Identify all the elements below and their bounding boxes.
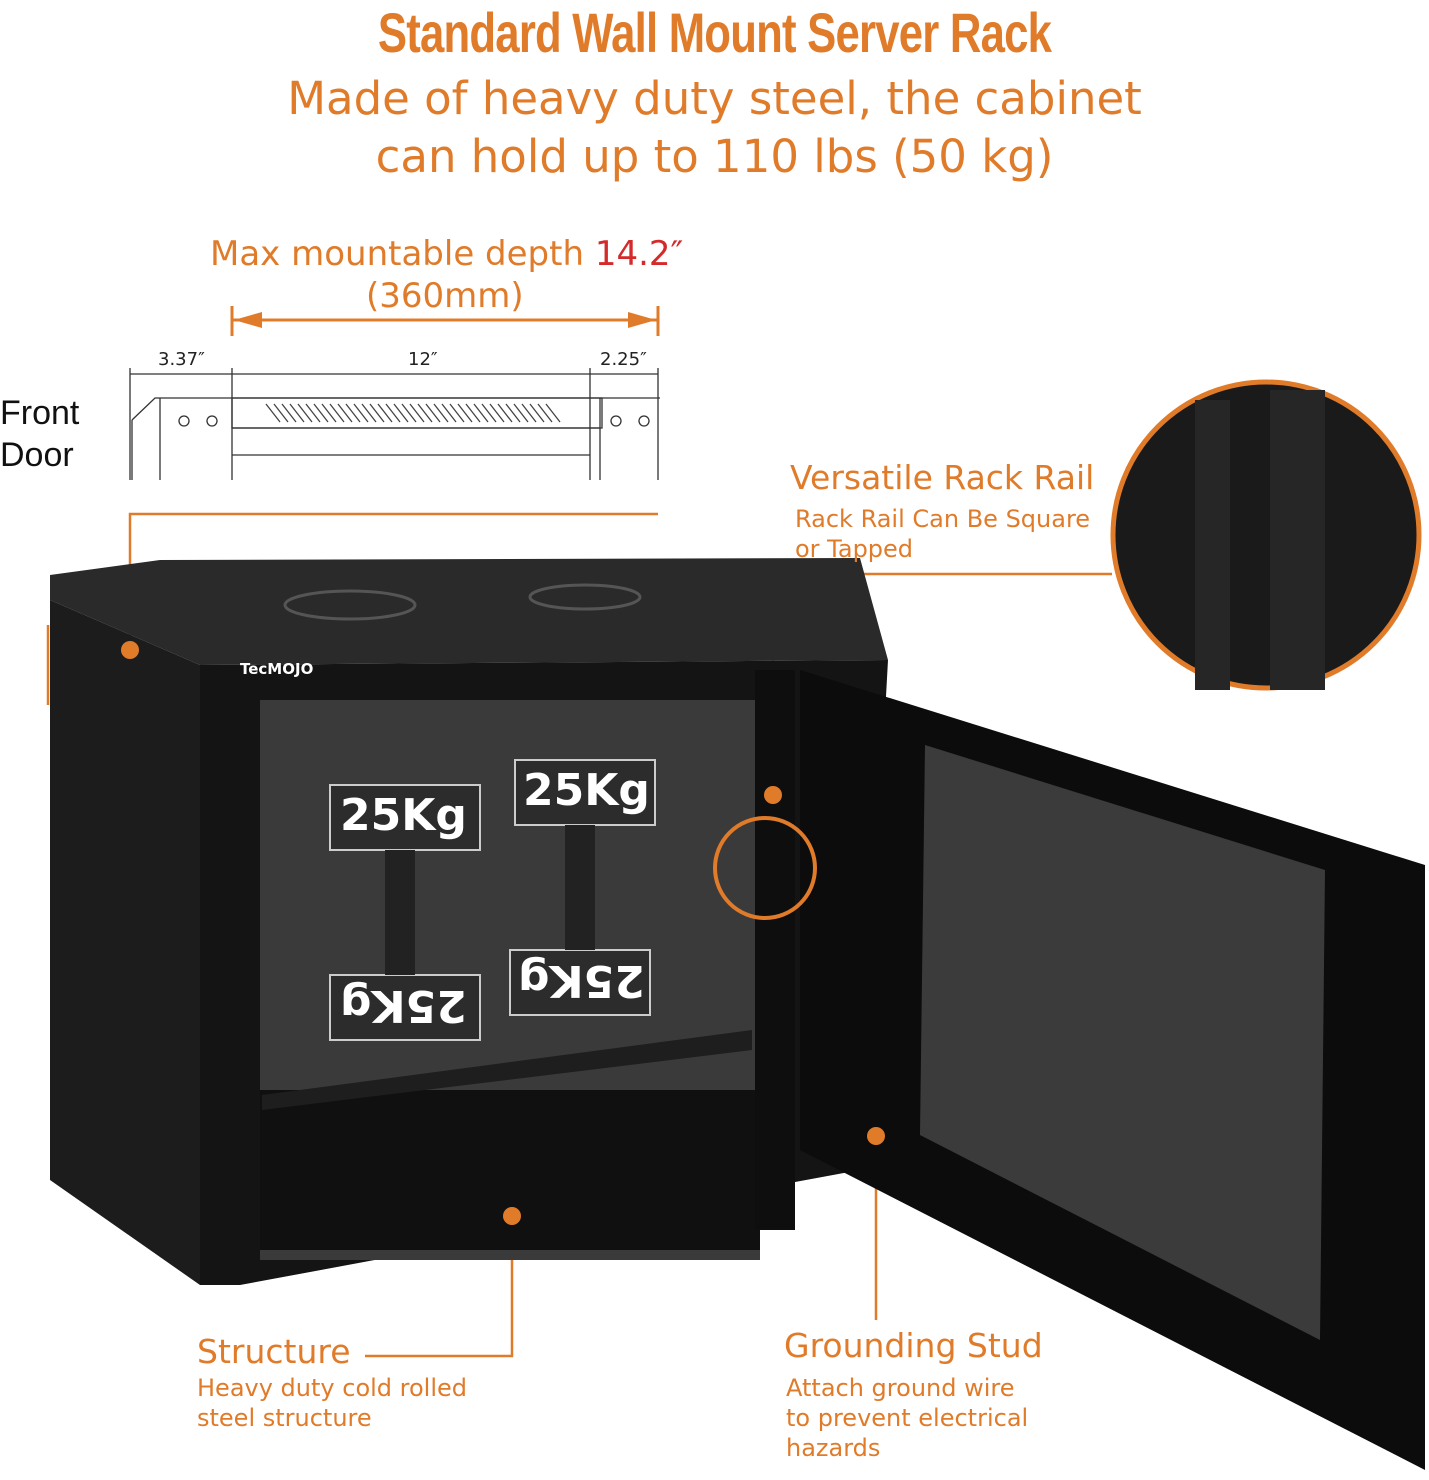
weight-label: 25Kg	[340, 790, 467, 841]
subtitle-line1: Made of heavy duty steel, the cabinet	[287, 72, 1142, 125]
dim-middle: 12″	[408, 349, 438, 370]
grounding-desc-line: Attach ground wire	[786, 1374, 1015, 1402]
dim-front: 3.37″	[158, 349, 205, 370]
depth-label: Max mountable depth 14.2″	[210, 234, 683, 274]
door-label: Door	[0, 436, 74, 474]
dim-rear: 2.25″	[600, 349, 647, 370]
structure-desc-line: steel structure	[197, 1404, 372, 1432]
structure-desc-line: Heavy duty cold rolled	[197, 1374, 468, 1402]
front-label: Front	[0, 394, 80, 432]
callout-dots	[121, 641, 885, 1225]
top-view-drawing	[129, 368, 660, 480]
depth-value: 14.2″	[594, 234, 684, 274]
brand-logo: TecMOJO	[240, 660, 314, 678]
subtitle-line2: can hold up to 110 lbs (50 kg)	[375, 130, 1054, 183]
structure-title: Structure	[197, 1332, 351, 1371]
rack-rail-closeup	[1110, 379, 1422, 691]
grounding-desc-line: hazards	[786, 1434, 881, 1462]
weight-label: 25Kg	[523, 765, 650, 816]
rail-desc-line: or Tapped	[795, 535, 914, 563]
rail-title: Versatile Rack Rail	[790, 458, 1095, 497]
grounding-title: Grounding Stud	[784, 1326, 1043, 1365]
depth-metric: (360mm)	[366, 276, 524, 316]
grounding-desc-line: to prevent electrical	[786, 1404, 1029, 1432]
vent-slots	[265, 403, 561, 423]
weight-label: 25Kg	[518, 955, 645, 1006]
cabinet	[50, 558, 1425, 1470]
depth-label-text: Max mountable depth	[210, 234, 595, 274]
page-title: Standard Wall Mount Server Rack	[377, 1, 1052, 64]
depth-arrow	[230, 306, 660, 336]
rail-highlight-circle	[713, 816, 817, 920]
weight-label: 25Kg	[340, 980, 467, 1031]
rail-desc-line: Rack Rail Can Be Square	[795, 505, 1091, 533]
